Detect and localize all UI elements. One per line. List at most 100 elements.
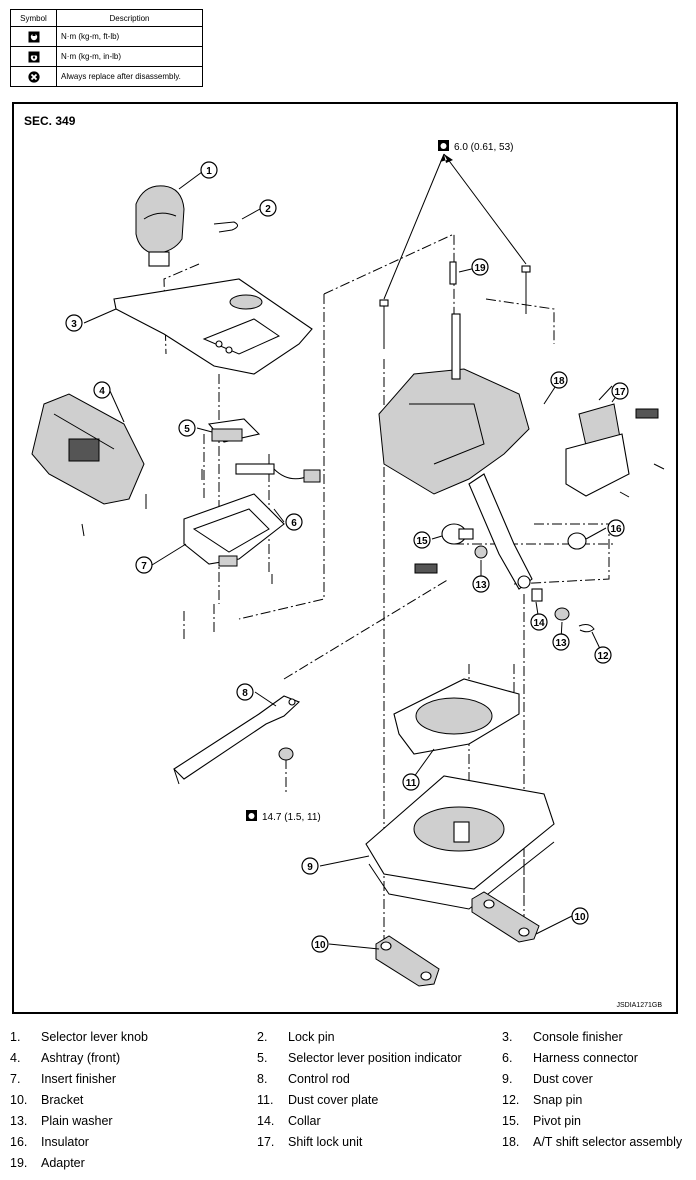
callout-10: 10 (571, 907, 589, 925)
callout-6: 6 (285, 513, 303, 531)
snap-pin (578, 624, 595, 633)
callout-11: 11 (402, 773, 420, 791)
list-item: 17.Shift lock unit (257, 1135, 363, 1149)
callout-9: 9 (301, 857, 319, 875)
torque-spec-top: 6.0 (0.61, 53) (438, 140, 513, 153)
callout-3: 3 (65, 314, 83, 332)
legend-description: Always replace after disassembly. (56, 66, 203, 87)
list-item: 9.Dust cover (502, 1072, 593, 1086)
insulator (567, 532, 587, 550)
list-item: 12.Snap pin (502, 1093, 583, 1107)
shift-lock-unit (565, 385, 630, 497)
nut (278, 747, 294, 761)
svg-text:7: 7 (141, 561, 147, 572)
svg-text:9: 9 (307, 862, 313, 873)
list-item: 2.Lock pin (257, 1030, 335, 1044)
bracket (471, 891, 540, 943)
list-item: 3.Console finisher (502, 1030, 623, 1044)
svg-text:1: 1 (206, 166, 212, 177)
list-item: 10.Bracket (10, 1093, 84, 1107)
list-item: 7.Insert finisher (10, 1072, 117, 1086)
legend-header-symbol: Symbol (10, 9, 57, 27)
legend-header-description: Description (56, 9, 203, 27)
bracket (375, 935, 440, 987)
svg-text:6: 6 (291, 518, 297, 529)
list-item: 1.Selector lever knob (10, 1030, 149, 1044)
list-item: 18.A/T shift selector assembly (502, 1135, 683, 1149)
callout-15: 15 (413, 531, 431, 549)
callout-2: 2 (259, 199, 277, 217)
callout-1: 1 (200, 161, 218, 179)
torque-wrench-inlb-icon (28, 51, 39, 62)
list-item: 5.Selector lever position indicator (257, 1051, 462, 1065)
callout-leaders (83, 171, 621, 950)
torque-wrench-nm-icon (28, 31, 39, 42)
lock-pin (213, 221, 238, 233)
screw (653, 463, 665, 470)
selector-lever-position-indicator (207, 418, 261, 443)
console-finisher (113, 278, 313, 375)
torque-leader-lines (383, 153, 527, 300)
plain-washer (554, 607, 570, 621)
collar (531, 588, 543, 602)
svg-text:10: 10 (574, 912, 586, 923)
svg-text:3: 3 (71, 319, 77, 330)
arrow-heads (440, 154, 453, 163)
callout-14: 14 (530, 613, 548, 631)
legend-description: N·m (kg-m, ft-lb) (56, 26, 203, 47)
svg-text:13: 13 (555, 638, 567, 649)
insert-finisher (183, 493, 285, 567)
list-item: 15.Pivot pin (502, 1114, 581, 1128)
list-item: 16.Insulator (10, 1135, 89, 1149)
screw (619, 491, 630, 498)
svg-text:19: 19 (474, 263, 486, 274)
callout-4: 4 (93, 381, 111, 399)
svg-text:6.0 (0.61, 53): 6.0 (0.61, 53) (454, 142, 513, 153)
callout-13: 13 (472, 575, 490, 593)
list-item: 4.Ashtray (front) (10, 1051, 121, 1065)
legend-symbol-cell (10, 46, 57, 67)
screw (81, 523, 85, 537)
harness-connector (235, 463, 321, 483)
legend-description: N·m (kg-m, in-lb) (56, 46, 203, 67)
callout-7: 7 (135, 556, 153, 574)
svg-text:8: 8 (242, 688, 248, 699)
svg-text:11: 11 (406, 778, 417, 789)
svg-text:16: 16 (610, 524, 622, 535)
svg-text:15: 15 (416, 536, 428, 547)
svg-text:17: 17 (614, 387, 626, 398)
always-replace-icon (27, 70, 40, 83)
callout-12: 12 (594, 646, 612, 664)
callout-10: 10 (311, 935, 329, 953)
svg-text:12: 12 (597, 651, 609, 662)
diagram-drawing: .ln { stroke:#000; stroke-width:1; fill:… (31, 140, 665, 987)
svg-text:14: 14 (533, 618, 545, 629)
svg-text:10: 10 (314, 940, 326, 951)
list-item: 19.Adapter (10, 1156, 85, 1170)
legend-symbol-cell (10, 26, 57, 47)
dust-cover-plate (393, 678, 520, 755)
ashtray-front (31, 393, 145, 505)
callout-5: 5 (178, 419, 196, 437)
diagram-code: JSDIA1271GB (616, 1002, 662, 1009)
dust-cover (365, 775, 555, 910)
control-rod (173, 695, 301, 785)
svg-text:5: 5 (184, 424, 190, 435)
list-item: 6.Harness connector (502, 1051, 638, 1065)
torque-spec-bottom: 14.7 (1.5, 11) (246, 810, 321, 823)
pivot-pin (441, 523, 474, 545)
legend-symbol-cell (10, 66, 57, 87)
callout-8: 8 (236, 683, 254, 701)
list-item: 8.Control rod (257, 1072, 350, 1086)
bolts (379, 261, 531, 349)
svg-text:14.7 (1.5, 11): 14.7 (1.5, 11) (262, 812, 321, 823)
svg-text:18: 18 (553, 376, 565, 387)
shift-selector-assembly (378, 313, 533, 590)
list-item: 11.Dust cover plate (257, 1093, 379, 1107)
svg-text:2: 2 (265, 204, 271, 215)
callout-markers: 1 2 3 4 5 6 7 8 9 10 10 11 12 13 13 14 1… (65, 161, 629, 953)
callout-13: 13 (552, 633, 570, 651)
svg-text:4: 4 (99, 386, 105, 397)
svg-text:13: 13 (475, 580, 487, 591)
list-item: 14.Collar (257, 1114, 321, 1128)
